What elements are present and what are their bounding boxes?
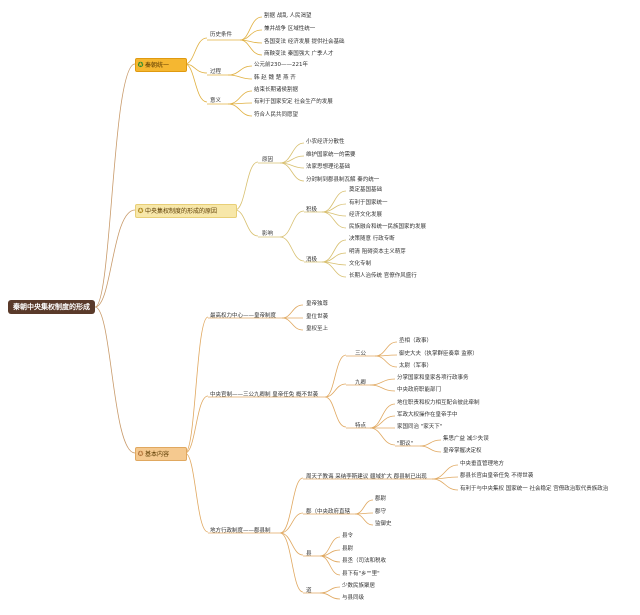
branch-label: 中央集权制度的形成的原因	[145, 208, 218, 215]
node-reason-item[interactable]: 维护国家统一的需要	[306, 152, 356, 158]
edge-root-branch3	[94, 306, 136, 454]
node-history-item[interactable]: 割据 战乱 人民渴望	[264, 13, 312, 19]
node-dao[interactable]: 道	[306, 588, 312, 594]
node-emperor-system[interactable]: 最高权力中心——皇帝制度	[210, 313, 277, 319]
node-origin-item[interactable]: 有利于与中央集权 国家统一 社会稳定 宫僚政治取代贵族政治	[460, 486, 609, 492]
star-icon: ✪	[137, 61, 144, 69]
node-xian-item[interactable]: 县令	[342, 533, 354, 539]
node-positive-item[interactable]: 经济文化发展	[349, 212, 383, 218]
node-jun-item[interactable]: 监御史	[375, 521, 392, 527]
node-origin[interactable]: 周天子教诲 采纳李斯建议 疆域扩大 郡县制已出现	[306, 474, 427, 480]
branch-label: 基本内容	[145, 451, 170, 458]
node-features-item[interactable]: 家国同治 "家天下"	[397, 424, 443, 430]
node-jiuqing[interactable]: 九卿	[355, 380, 367, 386]
node-xian-item[interactable]: 县丞（司法和税收	[342, 558, 387, 564]
node-impact[interactable]: 影响	[262, 231, 274, 237]
node-dao-item[interactable]: 与县同级	[342, 595, 365, 601]
node-significance[interactable]: 意义	[210, 98, 222, 104]
node-features-item[interactable]: 地位职责和权力相互配合彼此牵制	[397, 400, 480, 406]
node-positive-item[interactable]: 民族融合和统一民族国家的发展	[349, 224, 427, 230]
node-reason[interactable]: 原因	[262, 157, 274, 163]
node-sangong-item[interactable]: 御史大夫（执掌群臣奏章 监察）	[399, 351, 478, 357]
node-positive[interactable]: 积极	[306, 207, 318, 213]
node-jun-item[interactable]: 郡尉	[375, 496, 387, 502]
node-emperor-item[interactable]: 皇权至上	[306, 326, 329, 332]
node-history-item[interactable]: 兼并战争 区域性统一	[264, 26, 316, 32]
node-sangong-item[interactable]: 太尉（军事）	[399, 363, 433, 369]
node-history-item[interactable]: 各国变法 经济发展 提供社会基础	[264, 39, 345, 45]
node-negative[interactable]: 消极	[306, 257, 318, 263]
root-node[interactable]: 秦朝中央集权制度的形成	[8, 300, 95, 314]
node-xian-item[interactable]: 县下有"乡""里"	[342, 571, 380, 577]
node-jun[interactable]: 郡（中央政府直辖	[306, 509, 351, 515]
edge-root-branch2	[94, 209, 136, 308]
node-process-item[interactable]: 韩 赵 魏 楚 燕 齐	[254, 75, 296, 81]
branch-qin-unification[interactable]: ✪秦朝统一	[135, 58, 187, 72]
node-central-officials[interactable]: 中央官制——三公九卿制 皇帝任免 概不世袭	[210, 392, 318, 398]
node-negative-item[interactable]: 长期人治传统 官僚作风盛行	[349, 273, 417, 279]
node-features-item[interactable]: 军政大权操作在皇帝手中	[397, 412, 458, 418]
star-icon: ✪	[137, 207, 144, 215]
node-jun-item[interactable]: 郡守	[375, 509, 387, 515]
node-process[interactable]: 过程	[210, 69, 222, 75]
node-reason-item[interactable]: 法家思想理论基础	[306, 164, 351, 170]
node-dao-item[interactable]: 少数民族聚居	[342, 583, 376, 589]
node-process-item[interactable]: 公元前230——221年	[254, 62, 308, 68]
node-court-item[interactable]: 皇帝掌握决定权	[443, 448, 482, 454]
node-jiuqing-item[interactable]: 分掌国家和皇家各项行政事务	[397, 375, 469, 381]
node-reason-item[interactable]: 小农经济分散性	[306, 139, 345, 145]
node-history-item[interactable]: 商鞅变法 秦国强大 广季人才	[264, 51, 334, 57]
branch-basic-content[interactable]: ✪基本内容	[135, 447, 187, 461]
node-significance-item[interactable]: 结束长期诸侯割据	[254, 87, 299, 93]
node-reason-item[interactable]: 分封制到郡县制瓦解 秦灼统一	[306, 177, 380, 183]
node-origin-item[interactable]: 郡县长官由皇帝任免 不得世袭	[460, 473, 534, 479]
node-significance-item[interactable]: 符合人民共同愿望	[254, 112, 299, 118]
node-sangong[interactable]: 三公	[355, 351, 367, 357]
star-icon: ✪	[137, 450, 144, 458]
node-sangong-item[interactable]: 丞相（政事）	[399, 338, 433, 344]
node-positive-item[interactable]: 有利于国家统一	[349, 200, 388, 206]
node-emperor-item[interactable]: 皇帝独尊	[306, 301, 329, 307]
node-xian-item[interactable]: 县尉	[342, 546, 354, 552]
node-history-conditions[interactable]: 历史条件	[210, 32, 233, 38]
node-local-admin[interactable]: 地方行政制度——郡县制	[210, 528, 271, 534]
node-origin-item[interactable]: 中央垂直管理地方	[460, 461, 505, 467]
edge-root-branch1	[94, 63, 136, 308]
node-negative-item[interactable]: 决策随意 行政专断	[349, 236, 395, 242]
branch-reasons[interactable]: ✪中央集权制度的形成的原因	[135, 204, 237, 218]
node-jiuqing-item[interactable]: 中央政府职能部门	[397, 387, 442, 393]
node-negative-item[interactable]: 明清 阻碍资本主义萌芽	[349, 249, 406, 255]
branch-label: 秦朝统一	[145, 62, 170, 69]
node-emperor-item[interactable]: 皇位世袭	[306, 314, 329, 320]
node-positive-item[interactable]: 奠定基国基础	[349, 187, 383, 193]
node-court-discussion[interactable]: "朝议"	[397, 441, 414, 447]
node-court-item[interactable]: 集思广益 减少失误	[443, 436, 489, 442]
node-features[interactable]: 特点	[355, 423, 367, 429]
node-negative-item[interactable]: 文化专制	[349, 261, 372, 267]
node-xian[interactable]: 县	[306, 551, 312, 557]
node-significance-item[interactable]: 有利于国家安定 社会生产的发展	[254, 99, 333, 105]
